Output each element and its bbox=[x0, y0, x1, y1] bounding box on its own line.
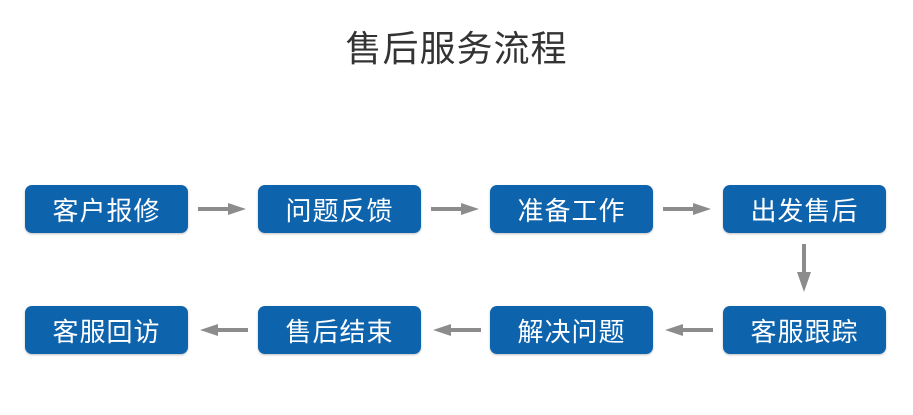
arrow-left-icon bbox=[433, 324, 481, 336]
step-dispatch-service: 出发售后 bbox=[723, 185, 886, 233]
arrow-right-icon bbox=[431, 203, 479, 215]
arrow-down-icon bbox=[797, 244, 811, 292]
step-preparation: 准备工作 bbox=[490, 185, 653, 233]
arrow-left-icon bbox=[200, 324, 248, 336]
step-follow-up-visit: 客服回访 bbox=[25, 306, 188, 354]
diagram-title: 售后服务流程 bbox=[345, 29, 568, 70]
step-customer-repair-request: 客户报修 bbox=[25, 185, 188, 233]
arrow-right-icon bbox=[198, 203, 246, 215]
step-customer-service-tracking: 客服跟踪 bbox=[723, 306, 886, 354]
arrow-left-icon bbox=[665, 324, 713, 336]
step-issue-feedback: 问题反馈 bbox=[258, 185, 421, 233]
step-problem-solved: 解决问题 bbox=[490, 306, 653, 354]
arrow-right-icon bbox=[663, 203, 711, 215]
step-service-complete: 售后结束 bbox=[258, 306, 421, 354]
